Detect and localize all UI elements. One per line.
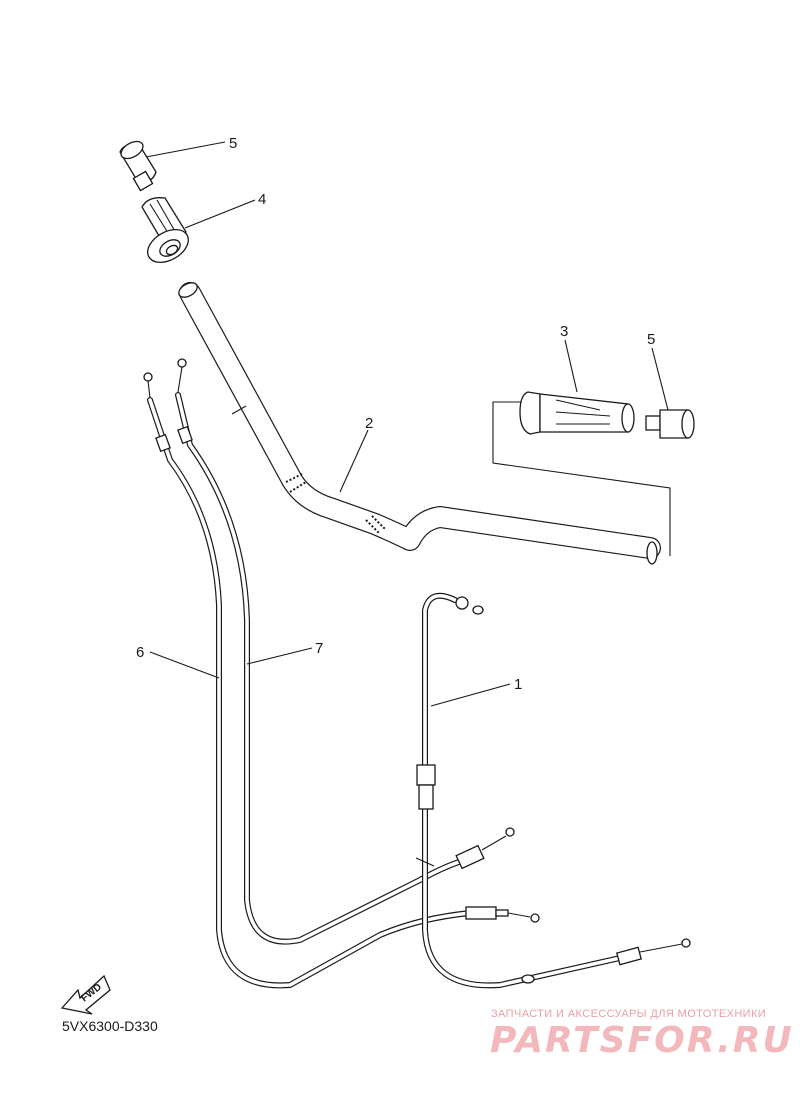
watermark-tagline: ЗАПЧАСТИ И АКСЕССУАРЫ ДЛЯ МОТОТЕХНИКИ: [491, 1008, 767, 1020]
callout-1: 1: [514, 676, 522, 693]
callout-4: 4: [258, 191, 266, 208]
bar-end-right: [645, 409, 695, 439]
watermark-brand: PARTSFOR.RU: [490, 1020, 794, 1061]
handlebar: [178, 282, 661, 565]
right-grip: [492, 391, 671, 556]
callout-3: 3: [560, 323, 568, 340]
callout-6: 6: [136, 644, 144, 661]
diagram-code: 5VX6300-D330: [62, 1018, 158, 1034]
callout-7: 7: [315, 640, 323, 657]
throttle-cable-6: [143, 372, 540, 989]
bar-end-left: [119, 140, 157, 192]
throttle-cable-7: [175, 358, 515, 945]
callout-5-left: 5: [229, 135, 237, 152]
clutch-cable-1: [415, 592, 691, 989]
throttle-grip: [141, 197, 189, 264]
fwd-arrow-icon: FWD: [60, 974, 111, 1015]
callout-5-right: 5: [647, 331, 655, 348]
callout-2: 2: [365, 415, 373, 432]
